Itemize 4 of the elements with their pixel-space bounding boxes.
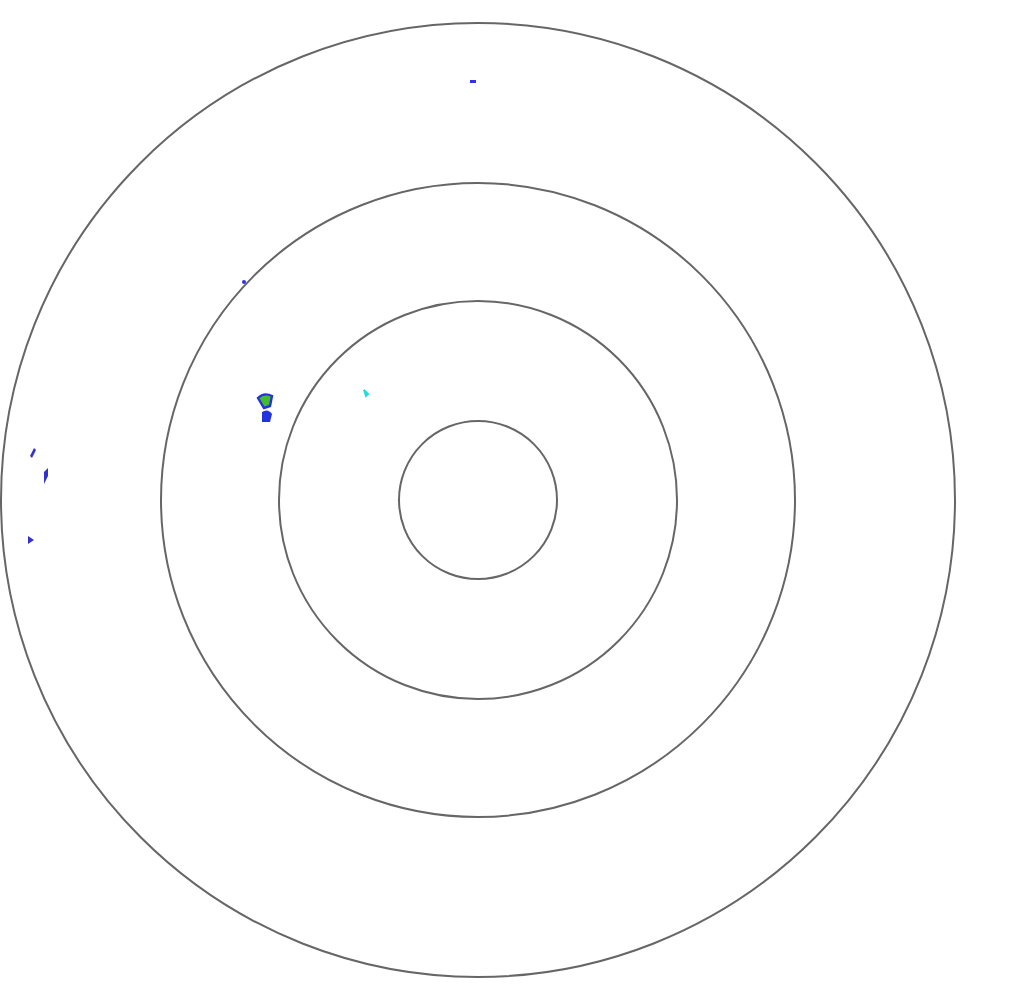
- range-ring: [160, 182, 796, 818]
- range-ring: [278, 300, 678, 700]
- range-ring: [0, 22, 956, 978]
- range-ring: [398, 420, 558, 580]
